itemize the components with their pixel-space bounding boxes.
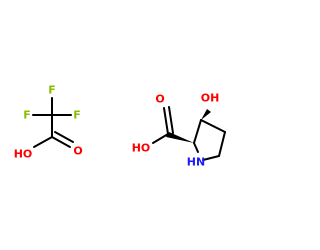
tfa-oh-label: HO	[14, 148, 33, 161]
ring-bonds	[193, 119, 226, 161]
hyp-o-label: O	[155, 93, 164, 106]
bond-c2-c3	[193, 119, 202, 144]
bond-c4-c5	[218, 131, 226, 157]
tfa-f-top-label: F	[48, 84, 56, 97]
hyp-oh-label: OH	[201, 92, 220, 105]
acid-bonds	[152, 106, 174, 144]
bond-c-oh-acid	[152, 133, 169, 144]
wedge-c2-cooh	[166, 132, 194, 143]
hydroxyproline-molecule: OH HO O HN	[132, 92, 226, 169]
bond-n-c2	[193, 142, 199, 153]
tfa-bonds	[32, 97, 74, 148]
tfa-f-left-label: F	[23, 109, 31, 122]
tfa-f-right-label: F	[73, 109, 81, 122]
tfa-molecule: F F F HO O	[14, 84, 83, 161]
bond-c-o-double-1	[51, 136, 71, 148]
hyp-acid-oh-label: HO	[132, 142, 151, 155]
hyp-nh-label: HN	[187, 156, 205, 169]
bond-c-o-double-a	[163, 107, 169, 135]
bond-c-oh	[33, 136, 53, 148]
structure-canvas: F F F HO O OH HO O HN	[13, 83, 226, 169]
bond-c-o-double-2	[54, 131, 74, 143]
bond-c5-n	[202, 155, 220, 161]
chemical-structure-diagram: F F F HO O OH HO O HN	[14, 84, 226, 169]
wedge-c3-oh	[201, 109, 211, 120]
bond-c3-c4	[200, 119, 226, 133]
bond-c-o-double-b	[168, 106, 174, 134]
tfa-o-label: O	[73, 145, 82, 158]
